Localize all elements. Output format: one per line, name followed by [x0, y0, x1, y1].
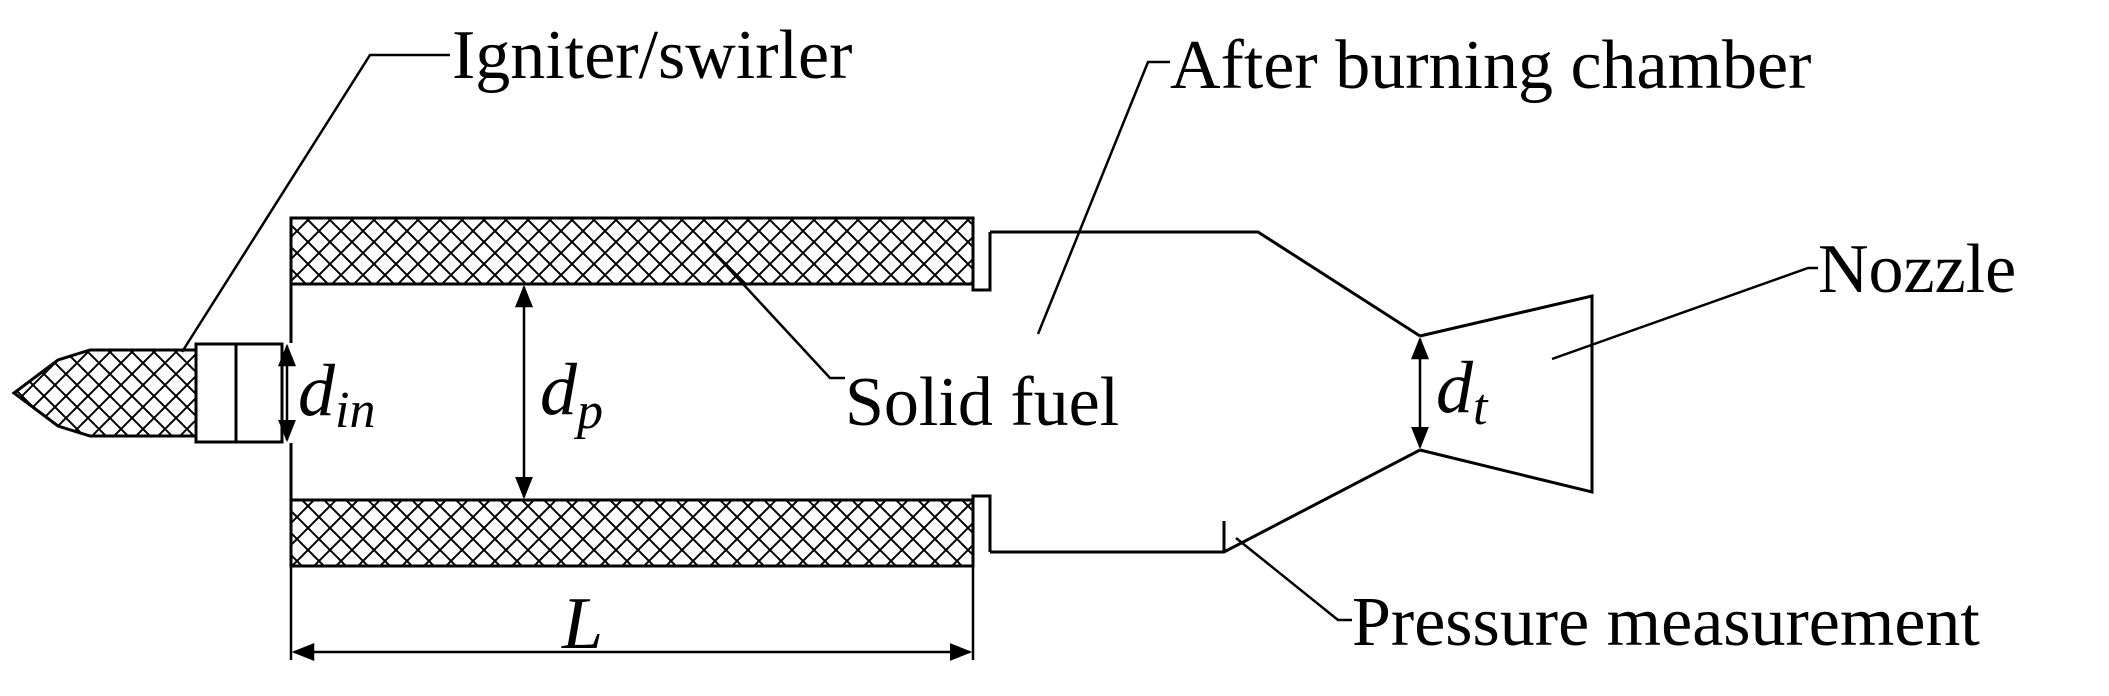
solid-fuel-label: Solid fuel: [845, 364, 1119, 441]
afterburning-chamber-lower: [990, 448, 1421, 554]
afterburning-leader: [1036, 60, 1170, 335]
swirler-block: [234, 342, 284, 444]
pressure-measurement-label: Pressure measurement: [1352, 584, 1980, 661]
nozzle-leader: [1551, 266, 1818, 361]
step-ring-lower: [971, 494, 992, 566]
nozzle-label: Nozzle: [1818, 231, 2016, 308]
afterburning-chamber-upper: [990, 230, 1421, 338]
d-in-label: din: [298, 350, 375, 439]
igniter-tip: [11, 348, 198, 438]
solid-fuel-upper: [289, 216, 975, 286]
igniter-block: [194, 342, 238, 444]
d-t-label: dt: [1436, 347, 1489, 436]
l-label: L: [561, 583, 603, 665]
pressure-leader: [1235, 537, 1352, 622]
d-p-label: dp: [540, 349, 603, 440]
solid-fuel-leader: [705, 243, 845, 380]
igniter-leader: [180, 53, 450, 353]
solid-fuel-lower: [289, 498, 975, 568]
igniter-swirler-label: Igniter/swirler: [452, 17, 852, 94]
step-ring-upper: [971, 218, 992, 292]
nozzle-outline: [1419, 294, 1594, 494]
afterburning-chamber-label: After burning chamber: [1170, 27, 1811, 104]
